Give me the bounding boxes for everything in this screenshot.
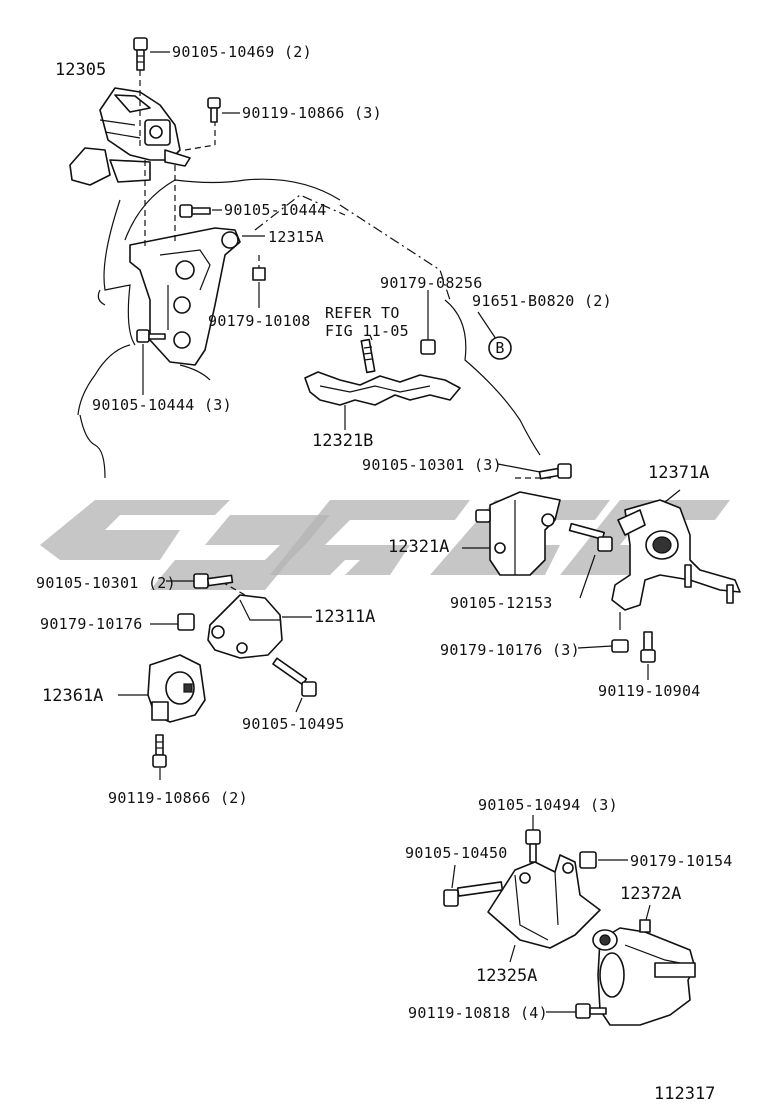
nut-90179-10176-3 (577, 639, 629, 653)
watermark-logo (40, 500, 730, 590)
bolt-90119-10866-top (207, 97, 240, 123)
bracket-12315A (129, 160, 265, 366)
figure-number: 112317 (654, 1084, 715, 1104)
label-90179-10176-3: 90179-10176 (3) (440, 641, 580, 659)
label-12361A: 12361A (42, 686, 103, 706)
plate-12321B (304, 371, 461, 430)
mount-12361A (118, 654, 206, 723)
label-12372A: 12372A (620, 884, 681, 904)
bolt-90105-10301-3 (497, 463, 572, 480)
bolt-90105-10469 (133, 37, 170, 71)
label-90179-10154: 90179-10154 (630, 852, 733, 870)
label-90105-10301-2: 90105-10301 (2) (36, 574, 176, 592)
nut-90179-08256 (420, 290, 436, 355)
label-91651-B0820: 91651-B0820 (2) (472, 292, 612, 310)
bolt-90105-10494-3 (525, 815, 541, 863)
bolt-90105-10495 (272, 657, 317, 713)
label-90105-10444: 90105-10444 (224, 201, 327, 219)
nut-90179-10154 (579, 851, 628, 869)
callout-b-label: B (495, 339, 504, 357)
bolt-90105-10450 (443, 864, 504, 907)
label-12311A: 12311A (314, 607, 375, 627)
bracket-12321A (462, 477, 561, 576)
label-12321B: 12321B (312, 431, 373, 451)
bolt-90119-10818-4 (546, 1003, 607, 1019)
bolt-90105-10444-lower (136, 329, 166, 395)
label-90105-12153: 90105-12153 (450, 594, 553, 612)
bracket-12325A (487, 854, 601, 963)
label-12325A: 12325A (476, 966, 537, 986)
mount-12371A (611, 489, 741, 630)
label-90119-10866-2: 90119-10866 (2) (108, 789, 248, 807)
label-refer-to: REFER TO (325, 304, 400, 322)
bracket-12311A (207, 581, 312, 659)
bolt-90105-10301-2 (166, 573, 234, 589)
label-90179-10108: 90179-10108 (208, 312, 311, 330)
label-90105-10495: 90105-10495 (242, 715, 345, 733)
stud-refer-fig-11-05 (360, 334, 376, 374)
bolt-90119-10904 (640, 631, 656, 680)
label-90105-10450: 90105-10450 (405, 844, 508, 862)
label-90119-10904: 90119-10904 (598, 682, 701, 700)
bolt-90105-12153 (568, 522, 613, 599)
label-90105-10444-3: 90105-10444 (3) (92, 396, 232, 414)
label-90105-10494-3: 90105-10494 (3) (478, 796, 618, 814)
label-90105-10469: 90105-10469 (2) (172, 43, 312, 61)
leader-line (339, 204, 451, 301)
nut-90179-10176 (150, 613, 195, 631)
label-90179-08256: 90179-08256 (380, 274, 483, 292)
mount-12372A (592, 904, 696, 1026)
label-90119-10818-4: 90119-10818 (4) (408, 1004, 548, 1022)
label-90179-10176: 90179-10176 (40, 615, 143, 633)
leader-line (254, 194, 346, 231)
label-12315A: 12315A (268, 228, 324, 246)
nut-90179-10108 (252, 255, 266, 308)
label-12321A: 12321A (388, 537, 449, 557)
label-12305: 12305 (55, 60, 106, 80)
label-12371A: 12371A (648, 463, 709, 483)
bolt-90119-10866-lower (152, 734, 167, 780)
label-90119-10866-3: 90119-10866 (3) (242, 104, 382, 122)
bolt-90105-10444 (179, 204, 222, 218)
engine-outline (77, 178, 541, 479)
label-fig-11-05: FIG 11-05 (325, 322, 409, 340)
engine-mount-12305 (69, 60, 216, 186)
label-90105-10301-3: 90105-10301 (3) (362, 456, 502, 474)
callout-b: B (477, 311, 512, 360)
